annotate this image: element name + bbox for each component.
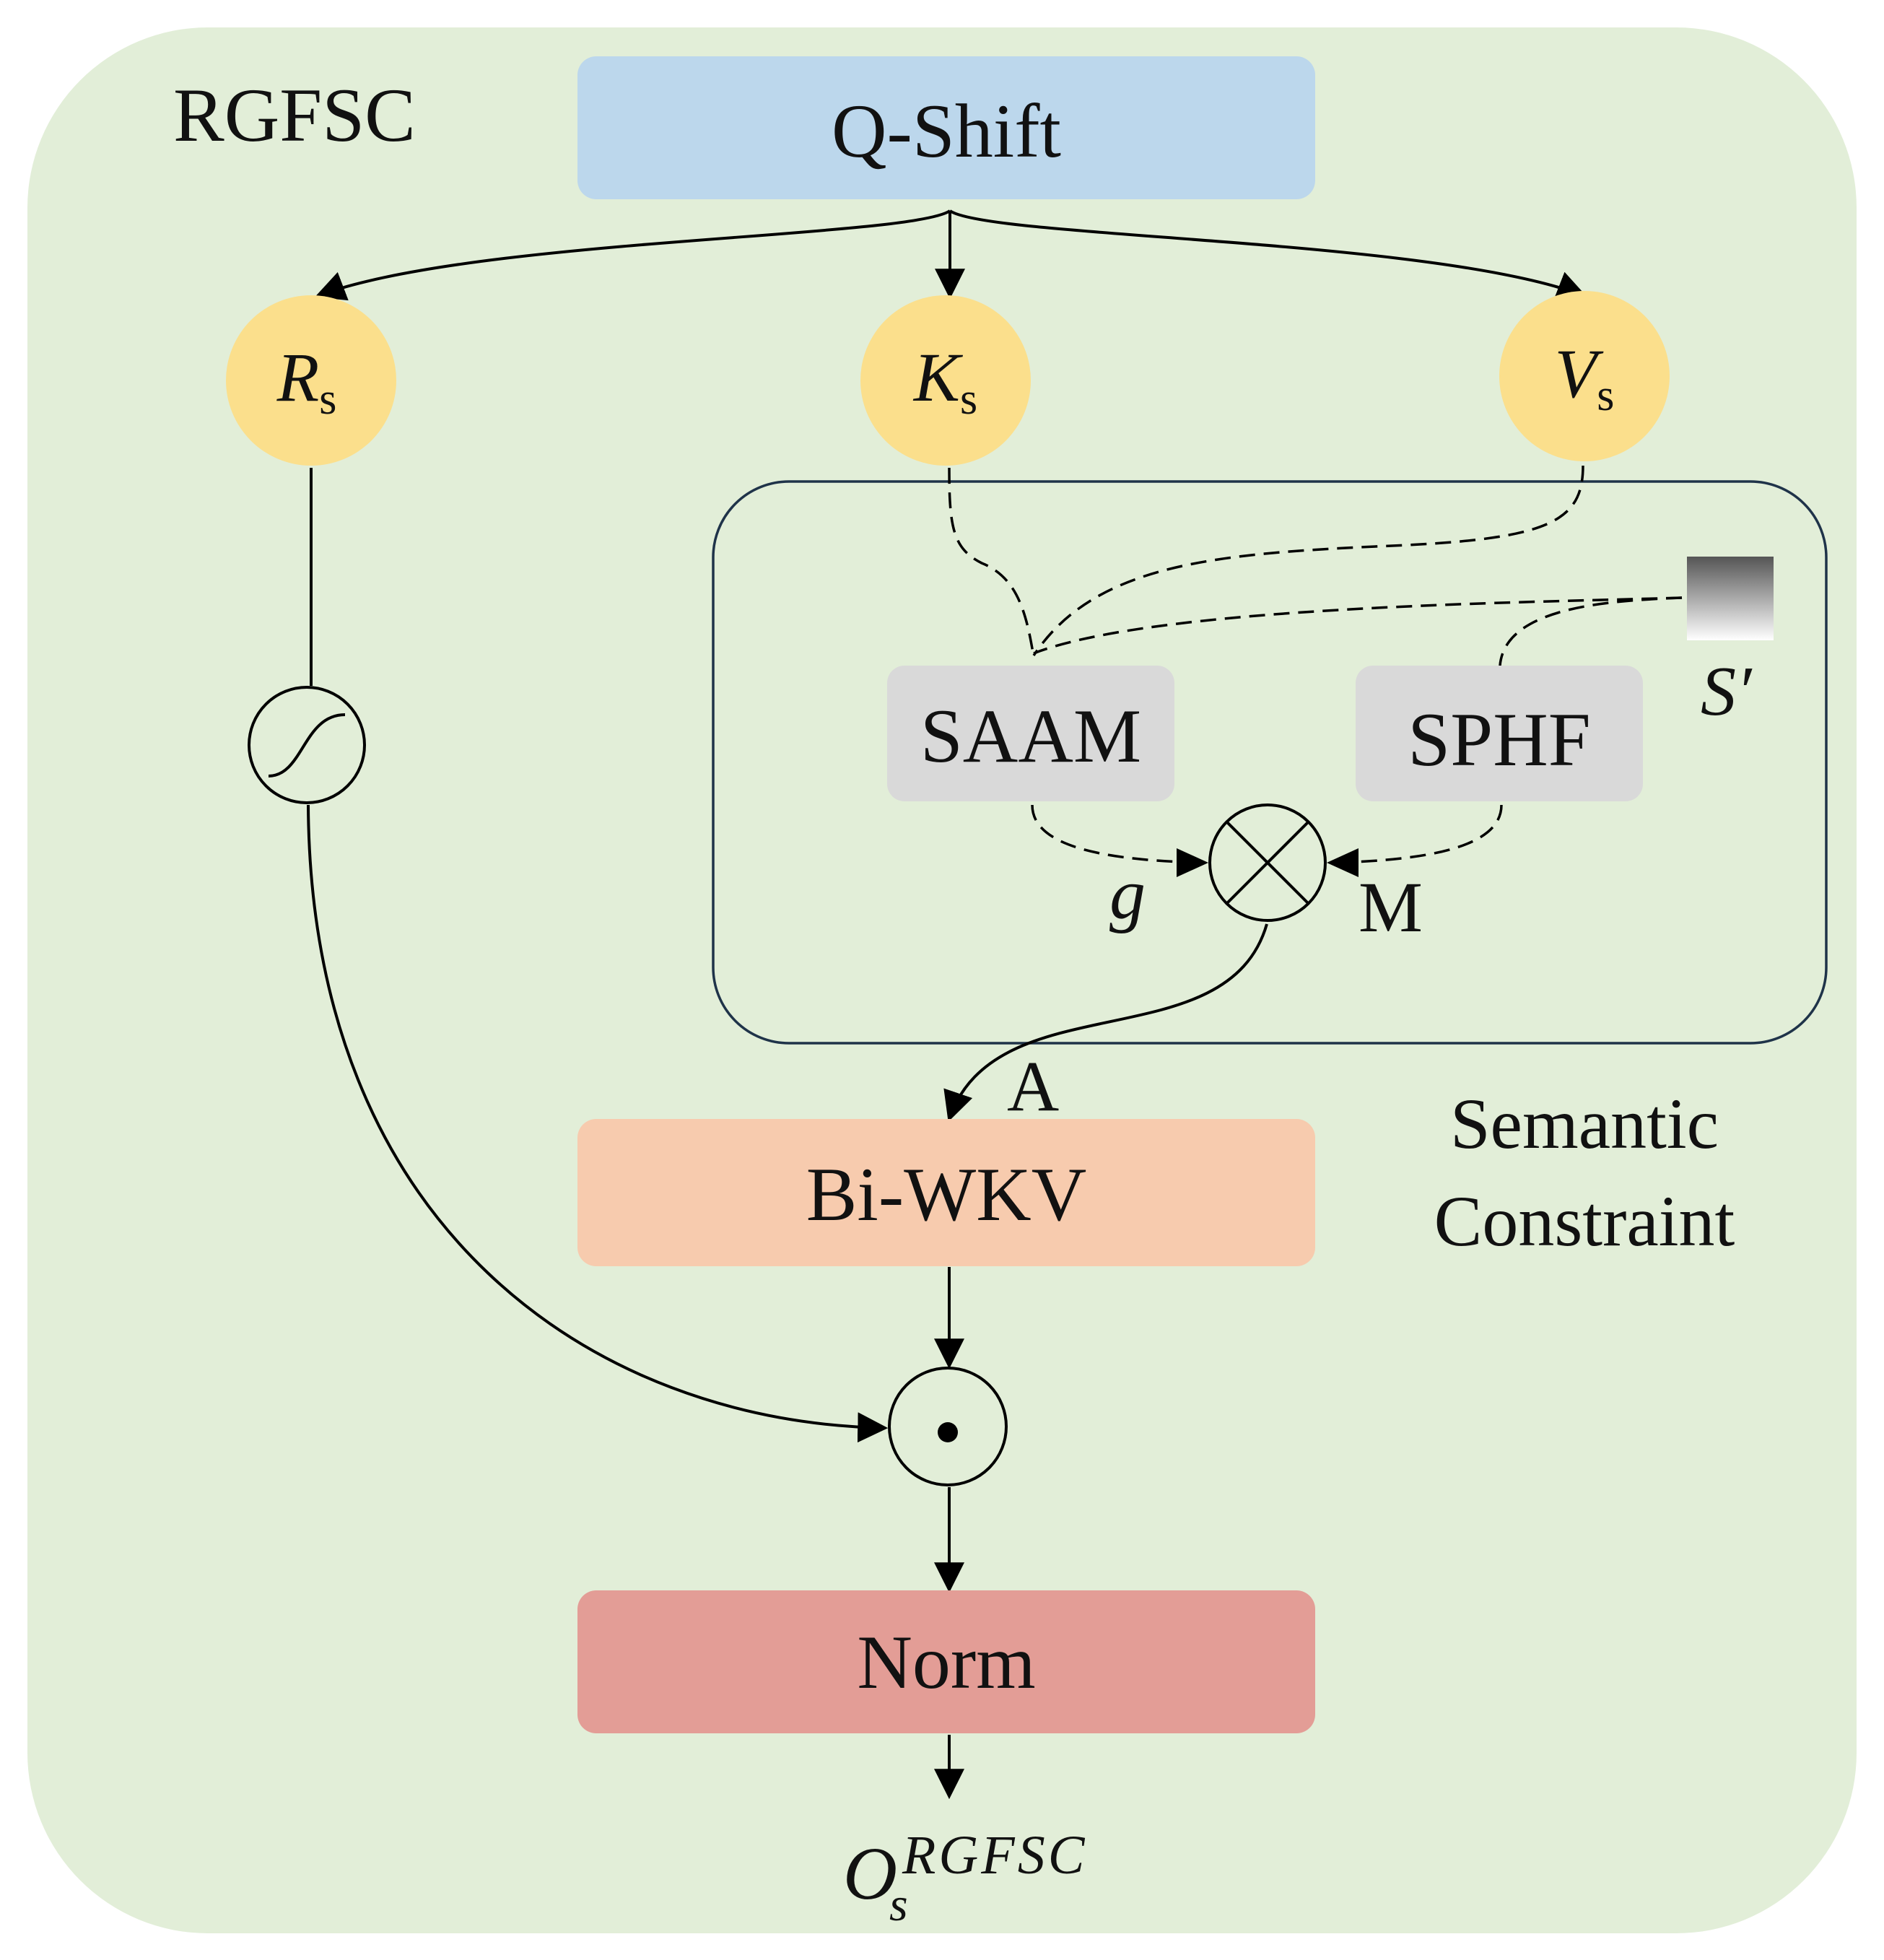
biwkv-label: Bi-WKV xyxy=(806,1152,1087,1237)
dashed-k-to-saam xyxy=(948,467,1035,658)
r-node-label: Rs xyxy=(276,339,337,424)
multiply-cross-b xyxy=(1226,821,1309,905)
sphf-module xyxy=(1356,666,1643,801)
output-label: O xyxy=(843,1832,897,1915)
a-label: A xyxy=(1007,1046,1059,1126)
sphf-label: SPHF xyxy=(1408,697,1590,782)
dashed-v-to-saam xyxy=(1032,465,1584,656)
qshift-label: Q-Shift xyxy=(832,89,1061,173)
s-prime-square xyxy=(1687,557,1774,640)
dashed-sphf-to-multiply xyxy=(1329,804,1503,864)
saam-label: SAAM xyxy=(920,694,1141,778)
arrowhead-g xyxy=(1177,848,1208,877)
arrow-qshift-to-r xyxy=(315,209,951,301)
sigmoid-curve xyxy=(268,713,346,778)
m-label: M xyxy=(1359,867,1423,947)
output-superscript: RGFSC xyxy=(902,1825,1087,1886)
r-node xyxy=(226,295,396,466)
k-node-label: Ks xyxy=(912,339,977,424)
arrow-qshift-to-v xyxy=(948,209,1587,300)
output-subscript: s xyxy=(889,1878,908,1931)
saam-module xyxy=(887,666,1174,801)
qshift-block xyxy=(577,56,1315,199)
multiply-node xyxy=(1208,803,1327,922)
semantic-constraint-caption-2: Constraint xyxy=(1434,1181,1735,1261)
semantic-constraint-box xyxy=(712,480,1828,1045)
arrowhead-m xyxy=(1327,848,1359,877)
sigmoid-node xyxy=(248,686,366,804)
semantic-constraint-caption-1: Semantic xyxy=(1450,1084,1719,1164)
rgfsc-panel xyxy=(27,27,1857,1933)
dot-product-center xyxy=(938,1422,958,1442)
dot-product-node xyxy=(888,1367,1008,1486)
norm-label: Norm xyxy=(857,1620,1035,1704)
dashed-sprime-to-saam xyxy=(1033,596,1683,655)
dashed-saam-to-multiply xyxy=(1031,804,1206,864)
v-node-label: Vs xyxy=(1555,335,1615,420)
arrow-sigmoid-to-dot xyxy=(307,804,889,1443)
g-label: g xyxy=(1109,854,1146,934)
rgfsc-title: RGFSC xyxy=(173,73,416,157)
dashed-sprime-to-sphf xyxy=(1499,596,1683,666)
k-node xyxy=(860,295,1031,466)
arrow-multiply-to-biwkv xyxy=(943,923,1268,1122)
s-prime-label: S′ xyxy=(1701,653,1753,731)
biwkv-block xyxy=(577,1119,1315,1266)
v-node xyxy=(1499,291,1670,461)
norm-block xyxy=(577,1590,1315,1733)
